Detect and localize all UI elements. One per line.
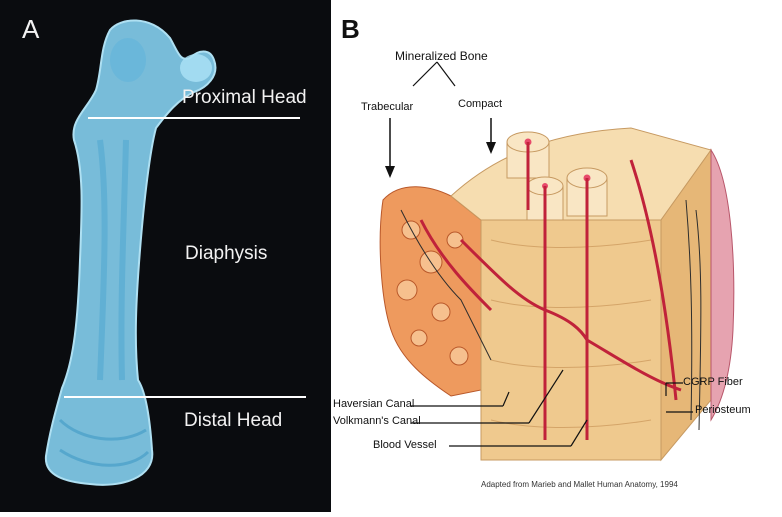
label-mineralized-bone: Mineralized Bone bbox=[395, 49, 488, 63]
panel-a-letter: A bbox=[22, 14, 39, 45]
label-haversian-canal: Haversian Canal bbox=[333, 398, 414, 410]
label-blood-vessel: Blood Vessel bbox=[373, 439, 437, 451]
illustration-credit: Adapted from Marieb and Mallet Human Ana… bbox=[481, 480, 678, 489]
label-distal-head: Distal Head bbox=[184, 410, 282, 432]
label-volkmanns-canal: Volkmann's Canal bbox=[333, 415, 421, 427]
label-diaphysis: Diaphysis bbox=[185, 243, 267, 265]
bone-cross-section-illustration bbox=[331, 0, 782, 512]
label-compact: Compact bbox=[458, 98, 502, 110]
label-cgrp-fiber: CGRP Fiber bbox=[683, 376, 743, 388]
panel-b-bone-cross-section: B Mineralized Bone Trabecular Compact Ha… bbox=[331, 0, 782, 512]
trabecular-bone-region bbox=[380, 187, 481, 396]
label-trabecular: Trabecular bbox=[361, 101, 413, 113]
label-periosteum: Periosteum bbox=[695, 404, 751, 416]
panel-b-letter: B bbox=[341, 14, 360, 45]
label-proximal-head: Proximal Head bbox=[182, 87, 307, 109]
femur-xray-image bbox=[0, 0, 331, 512]
panel-a-femur-xray: A Proximal Head Diaphysis Distal Head bbox=[0, 0, 331, 512]
compact-bone-front bbox=[481, 220, 661, 460]
